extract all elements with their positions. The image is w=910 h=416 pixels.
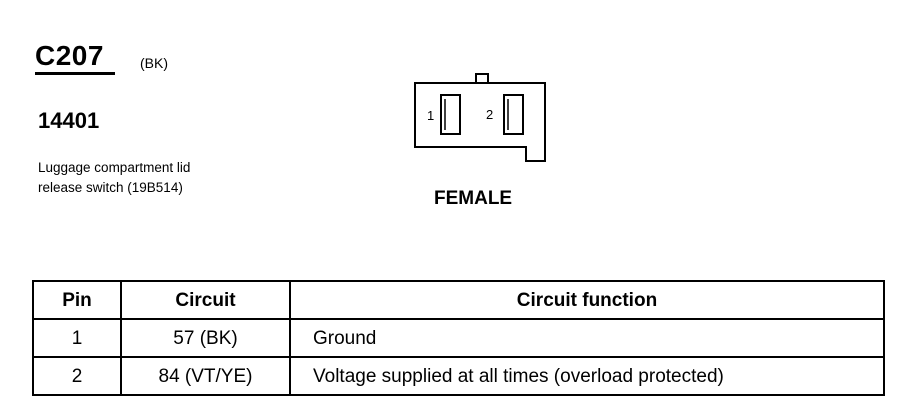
connector-id-underline (35, 72, 115, 75)
connector-lock-tab (475, 73, 489, 84)
table-row: 1 57 (BK) Ground (32, 318, 885, 358)
cell-circuit: 57 (BK) (120, 318, 291, 358)
pin-assignment-table: Pin Circuit Circuit function 1 57 (BK) G… (32, 280, 885, 396)
table-header-row: Pin Circuit Circuit function (32, 280, 885, 320)
component-description: Luggage compartment lid release switch (… (38, 158, 190, 198)
connector-housing (414, 82, 546, 162)
description-line: Luggage compartment lid (38, 160, 191, 175)
header-pin: Pin (32, 280, 122, 320)
description-line: release switch (19B514) (38, 180, 183, 195)
connector-color-code: (BK) (140, 55, 168, 71)
cell-circuit-function: Voltage supplied at all times (overload … (289, 356, 885, 396)
pin-label-2: 2 (486, 107, 493, 122)
cell-circuit: 84 (VT/YE) (120, 356, 291, 396)
header-circuit: Circuit (120, 280, 291, 320)
cell-circuit-function: Ground (289, 318, 885, 358)
header-circuit-function: Circuit function (289, 280, 885, 320)
connector-gender-label: FEMALE (434, 188, 513, 209)
part-number: 14401 (38, 108, 100, 133)
pin-label-1: 1 (427, 108, 434, 123)
pin-cavity-2 (503, 94, 524, 135)
connector-id: C207 (35, 40, 104, 71)
cell-pin: 1 (32, 318, 122, 358)
cell-pin: 2 (32, 356, 122, 396)
table-row: 2 84 (VT/YE) Voltage supplied at all tim… (32, 356, 885, 396)
pin-cavity-1 (440, 94, 461, 135)
